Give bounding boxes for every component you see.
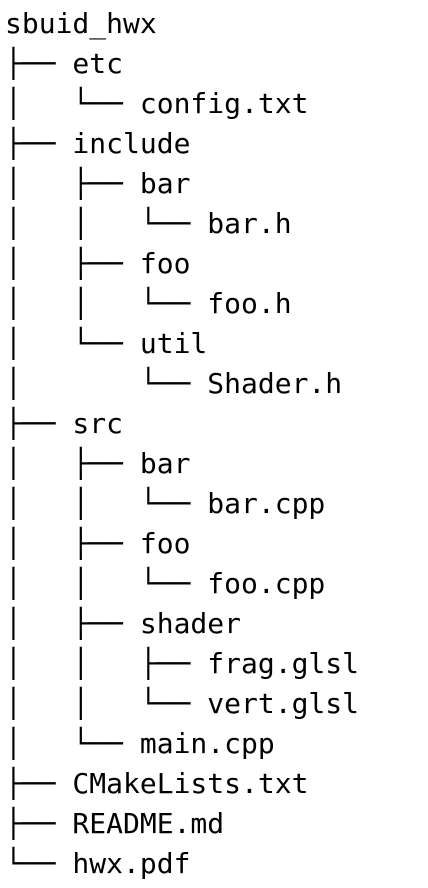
tree-line: ├── include	[5, 127, 191, 160]
tree-line: │ └── main.cpp	[5, 727, 275, 760]
tree-line: ├── etc	[5, 47, 124, 80]
tree-line: │ ├── bar	[5, 447, 191, 480]
tree-line: │ ├── foo	[5, 527, 191, 560]
tree-line: │ │ └── bar.h	[5, 207, 292, 240]
tree-line: │ │ └── foo.h	[5, 287, 292, 320]
tree-line: sbuid_hwx	[5, 7, 157, 40]
tree-line: │ ├── bar	[5, 167, 191, 200]
tree-line: │ │ └── vert.glsl	[5, 687, 360, 720]
tree-line: │ │ ├── frag.glsl	[5, 647, 360, 680]
tree-line: ├── src	[5, 407, 124, 440]
tree-line: │ │ └── bar.cpp	[5, 487, 326, 520]
tree-line: │ └── config.txt	[5, 87, 309, 120]
tree-line: ├── CMakeLists.txt	[5, 767, 309, 800]
tree-line: │ ├── foo	[5, 247, 191, 280]
tree-line: │ ├── shader	[5, 607, 242, 640]
tree-line: │ └── Shader.h	[5, 367, 343, 400]
tree-line: ├── README.md	[5, 807, 225, 840]
tree-line: │ │ └── foo.cpp	[5, 567, 326, 600]
tree-line: └── hwx.pdf	[5, 847, 191, 880]
tree-line: │ └── util	[5, 327, 208, 360]
